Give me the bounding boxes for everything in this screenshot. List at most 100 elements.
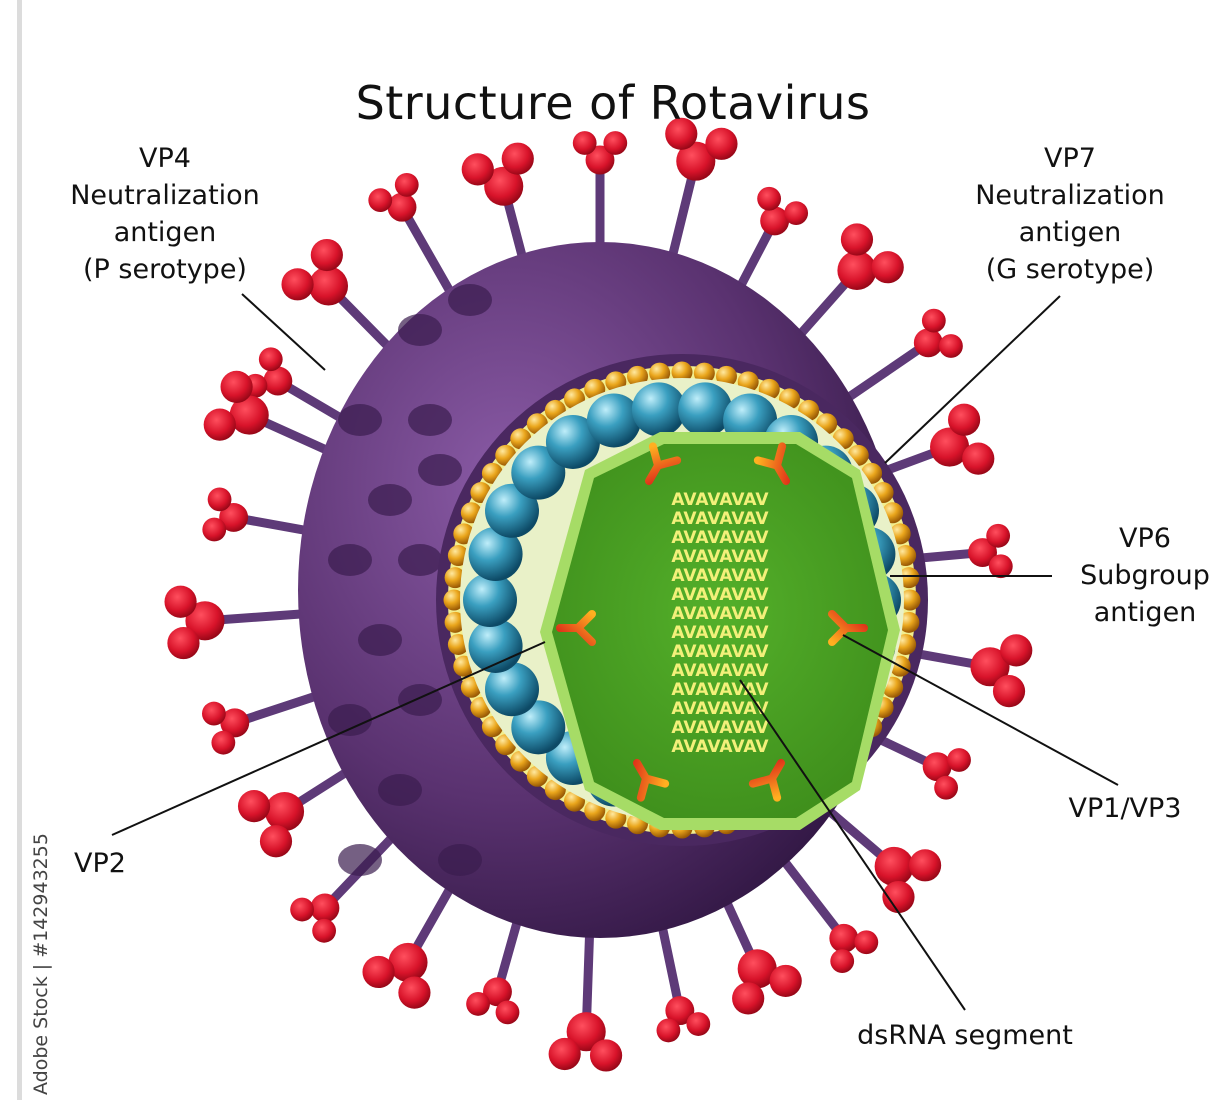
spike-head [837, 251, 876, 290]
spike [549, 927, 623, 1071]
spike [290, 833, 396, 943]
pore [338, 404, 382, 436]
label-vp7-line1: VP7 [945, 140, 1195, 177]
spike-lobe [603, 131, 627, 155]
spike-lobe [398, 977, 430, 1009]
spike-lobe [909, 849, 941, 881]
spike [665, 118, 737, 263]
spike-lobe [549, 1038, 581, 1070]
dsrna-segments: AVAVAVAVAVAVAVAVAVAVAVAVAVAVAVAVAVAVAVAV… [671, 490, 769, 757]
label-vp6-line3: antigen [1050, 594, 1226, 631]
rna-strand: AVAVAVAV [671, 585, 769, 605]
spike [738, 187, 809, 292]
label-vp7-line3: antigen [945, 214, 1195, 251]
spike [362, 882, 453, 1008]
spike-lobe [466, 992, 490, 1016]
rna-strand: AVAVAVAV [671, 604, 769, 624]
pore [398, 544, 442, 576]
spike-head [875, 847, 914, 886]
rna-strand: AVAVAVAV [671, 718, 769, 738]
rna-strand: AVAVAVAV [671, 642, 769, 662]
spike [843, 309, 963, 401]
spike [202, 487, 311, 541]
spike [657, 920, 711, 1042]
spike-lobe [922, 309, 946, 333]
label-dsrna-segment: dsRNA segment [840, 1017, 1090, 1054]
pore [418, 454, 462, 486]
spike-lobe [395, 173, 419, 197]
stock-credit: Adobe Stock | #142943255 [30, 833, 52, 1095]
spike-lobe [934, 776, 958, 800]
spike-lobe [770, 965, 802, 997]
spike-head [310, 893, 339, 922]
pore [438, 844, 482, 876]
spike-lobe [204, 409, 236, 441]
label-vp6-line2: Subgroup [1050, 557, 1226, 594]
spike-lobe [311, 239, 343, 271]
rna-strand: AVAVAVAV [671, 490, 769, 510]
spike [462, 143, 534, 264]
spike-lobe [462, 153, 494, 185]
spike-lobe [947, 748, 971, 772]
spike-lobe [238, 790, 270, 822]
spike-head [263, 367, 292, 396]
spike [368, 173, 453, 298]
spike-lobe [872, 251, 904, 283]
spike-lobe [784, 201, 808, 225]
spike [724, 896, 802, 1015]
label-vp6: VP6 Subgroup antigen [1050, 520, 1226, 631]
spike [796, 223, 904, 339]
label-vp7-line4: (G serotype) [945, 251, 1195, 288]
rna-strand: AVAVAVAV [671, 566, 769, 586]
spike-lobe [686, 1012, 710, 1036]
spike-lobe [989, 554, 1013, 578]
spike-lobe [211, 731, 235, 755]
vp6-bead [463, 573, 517, 627]
spike-lobe [290, 898, 314, 922]
spike-head [914, 328, 943, 357]
pore [358, 624, 402, 656]
spike-lobe [993, 675, 1025, 707]
vp6-bead [587, 393, 641, 447]
spike-stalk [402, 207, 454, 297]
vp6-bead [632, 382, 686, 436]
spike-lobe [1000, 634, 1032, 666]
spike-lobe [939, 334, 963, 358]
spike-lobe [757, 187, 781, 211]
spike-stalk [780, 856, 843, 938]
pore [408, 404, 452, 436]
spike [238, 769, 352, 857]
spike-lobe [705, 128, 737, 160]
spike [780, 856, 878, 973]
spike-lobe [496, 1000, 520, 1024]
spike-lobe [841, 223, 873, 255]
label-vp4-line1: VP4 [40, 140, 290, 177]
spike-lobe [948, 404, 980, 436]
spike-head [265, 792, 304, 831]
spike-lobe [502, 143, 534, 175]
spike-lobe [167, 627, 199, 659]
spike-lobe [732, 982, 764, 1014]
spike-lobe [590, 1039, 622, 1071]
spike-head [388, 193, 417, 222]
leader-vp4 [242, 294, 325, 370]
spike-lobe [164, 586, 196, 618]
vp6-bead [678, 382, 732, 436]
spike-lobe [202, 702, 226, 726]
spike-lobe [260, 825, 292, 857]
pore [338, 844, 382, 876]
spike [824, 807, 941, 913]
pore [378, 774, 422, 806]
spike-head [388, 943, 427, 982]
spike [281, 239, 392, 351]
spike-head [309, 266, 348, 305]
spike [466, 914, 519, 1024]
rna-strand: AVAVAVAV [671, 661, 769, 681]
spike-lobe [854, 930, 878, 954]
pore [368, 484, 412, 516]
label-vp4-line4: (P serotype) [40, 251, 290, 288]
spike-lobe [208, 487, 232, 511]
spike-lobe [830, 949, 854, 973]
label-vp4-line2: Neutralization [40, 177, 290, 214]
